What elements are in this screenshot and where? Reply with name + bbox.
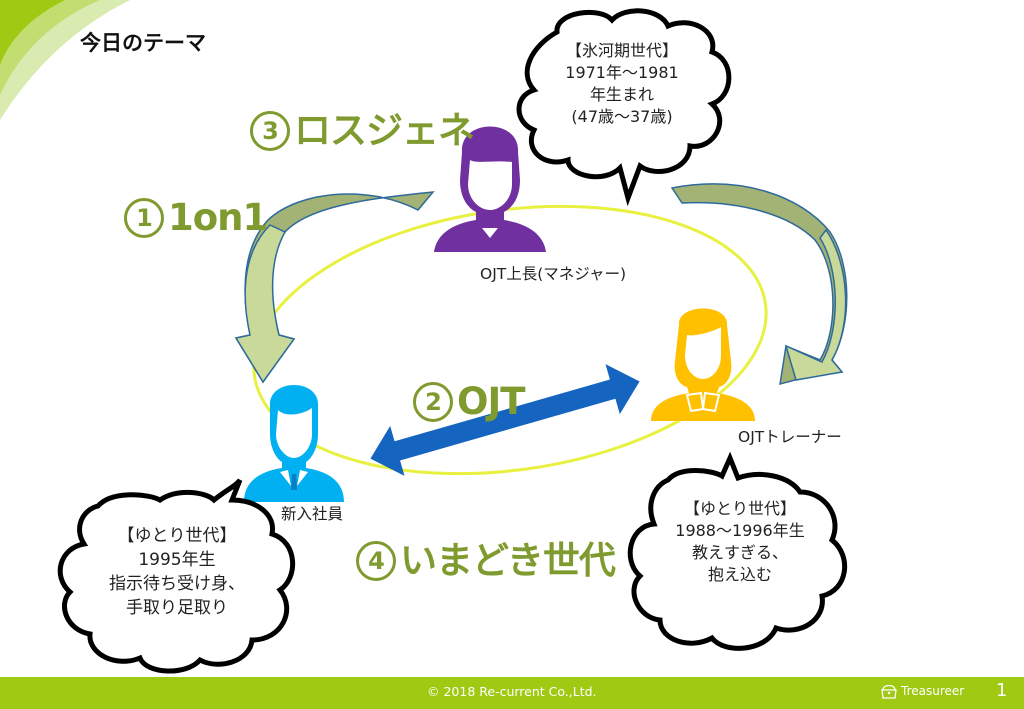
treasure-chest-icon	[881, 684, 897, 699]
topic-number-2: 2	[413, 382, 453, 422]
bubble-manager-text: 【氷河期世代】 1971年～1981 年生まれ (47歳～37歳)	[552, 40, 692, 128]
footer-brand: Treasureer	[880, 683, 964, 699]
bubble-manager-line: 1971年～1981	[565, 63, 679, 82]
role-label-manager: OJT上長(マネジャー)	[480, 265, 627, 283]
role-label-trainer: OJTトレーナー	[738, 428, 842, 446]
footer-brand-name: Treasureer	[901, 684, 965, 698]
bubble-trainer-line: 1988～1996年生	[675, 521, 805, 540]
topic-3-label: ロスジェネ	[294, 109, 475, 152]
topic-number-4: 4	[356, 541, 396, 581]
bubble-manager-shape	[516, 8, 732, 207]
slide-title: 今日のテーマ	[80, 31, 206, 55]
topic-1-label: 1on1	[168, 196, 268, 239]
bubble-manager-line: 年生まれ	[589, 85, 654, 104]
footer-copyright: © 2018 Re-current Co.,Ltd.	[427, 684, 597, 699]
bubble-newcomer-line: 指示待ち受け身、	[109, 574, 245, 594]
newcomer-figure	[244, 385, 344, 502]
bubble-manager-line: (47歳～37歳)	[571, 107, 673, 126]
bubble-trainer-line: 抱え込む	[707, 565, 772, 584]
topic-number-1: 1	[124, 198, 164, 238]
bubble-newcomer-shape	[57, 478, 295, 674]
bubble-trainer-text: 【ゆとり世代】 1988～1996年生 教えすぎる、 抱え込む	[660, 498, 820, 586]
bubble-newcomer-line: 【ゆとり世代】	[117, 526, 237, 546]
bubble-newcomer-text: 【ゆとり世代】 1995年生 指示待ち受け身、 手取り足取り	[92, 524, 262, 620]
curved-arrow-right-front	[784, 228, 847, 381]
manager-figure	[434, 126, 546, 252]
corner-swoosh	[0, 0, 130, 120]
page-number: 1	[996, 680, 1008, 701]
role-label-newcomer: 新入社員	[281, 505, 344, 523]
topic-2-label: OJT	[457, 380, 525, 423]
bubble-trainer-shape	[627, 451, 848, 651]
topic-4-label: いまどき世代	[400, 539, 616, 582]
footer-bar	[0, 677, 1024, 709]
ojt-double-arrow	[370, 364, 640, 476]
trainer-figure	[651, 308, 755, 421]
bubble-newcomer-line: 1995年生	[138, 550, 216, 570]
bubble-newcomer-line: 手取り足取り	[126, 598, 228, 618]
bubble-trainer-line: 教えすぎる、	[691, 543, 788, 562]
curved-arrow-left-front	[234, 224, 296, 384]
topic-number-3: 3	[250, 111, 290, 151]
bubble-manager-line: 【氷河期世代】	[565, 41, 678, 60]
bubble-trainer-line: 【ゆとり世代】	[683, 499, 796, 518]
